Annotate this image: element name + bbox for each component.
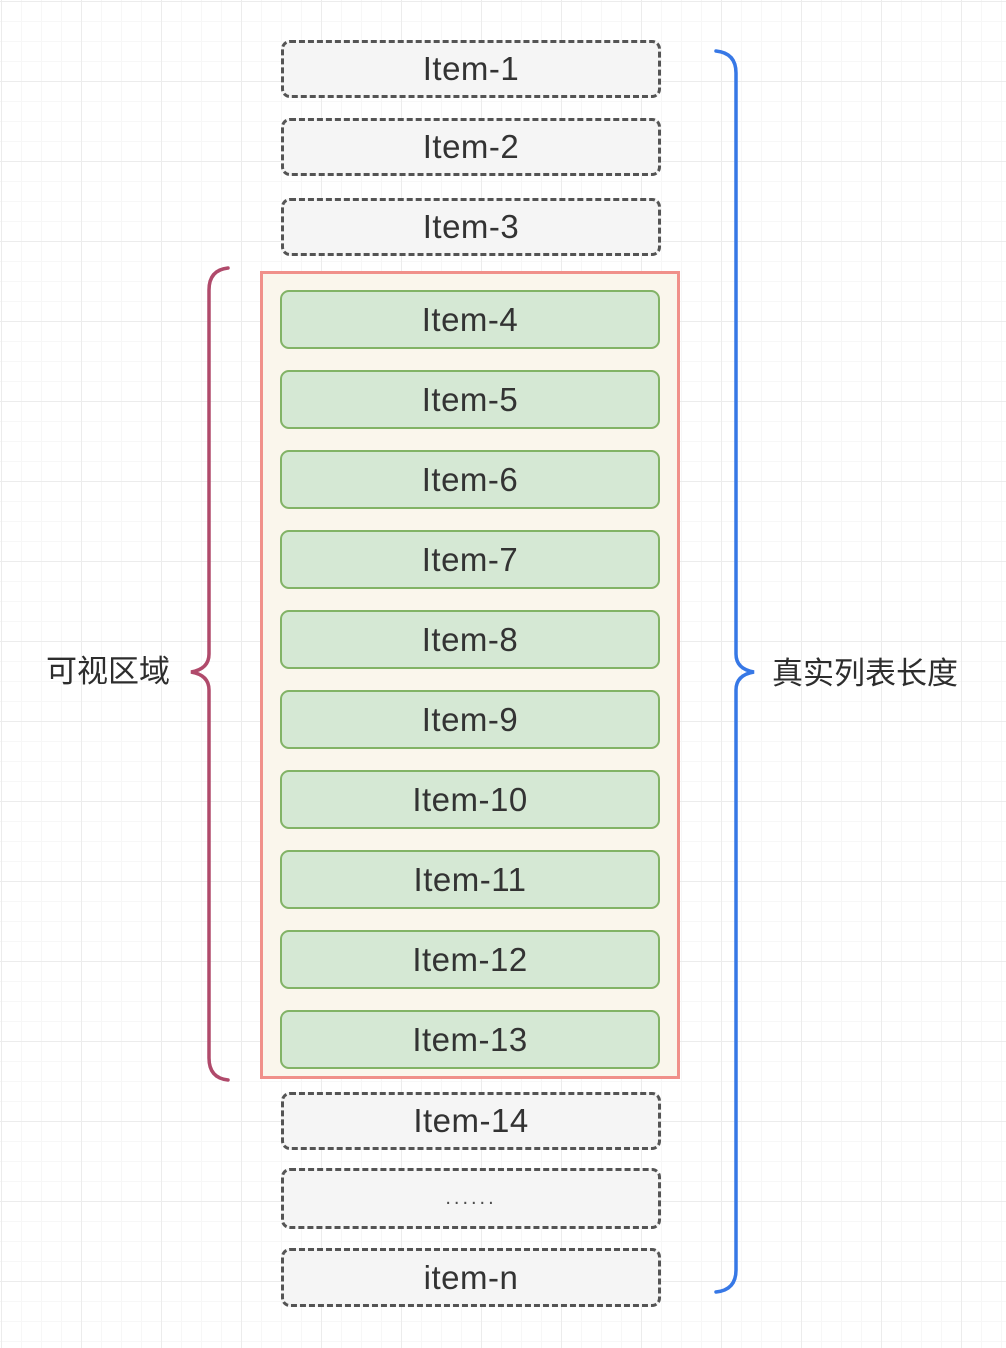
full-list-length-label: 真实列表长度 (772, 656, 958, 691)
list-item: Item-1 (281, 40, 661, 98)
list-item-visible: Item-12 (280, 930, 660, 989)
list-item: Item-2 (281, 118, 661, 176)
list-item-visible: Item-5 (280, 370, 660, 429)
list-item: Item-3 (281, 198, 661, 256)
visible-area-brace (190, 266, 230, 1082)
list-item-visible: Item-13 (280, 1010, 660, 1069)
list-item-ellipsis: ...... (281, 1168, 661, 1229)
list-item-visible: Item-11 (280, 850, 660, 909)
list-item-visible: Item-8 (280, 610, 660, 669)
list-item: Item-14 (281, 1092, 661, 1150)
list-item-visible: Item-9 (280, 690, 660, 749)
visible-area-label: 可视区域 (46, 654, 170, 689)
list-item: item-n (281, 1248, 661, 1307)
list-item-visible: Item-7 (280, 530, 660, 589)
list-item-visible: Item-10 (280, 770, 660, 829)
full-list-brace (714, 49, 755, 1294)
list-item-visible: Item-6 (280, 450, 660, 509)
list-item-visible: Item-4 (280, 290, 660, 349)
viewport-box: Item-4 Item-5 Item-6 Item-7 Item-8 Item-… (260, 271, 680, 1079)
